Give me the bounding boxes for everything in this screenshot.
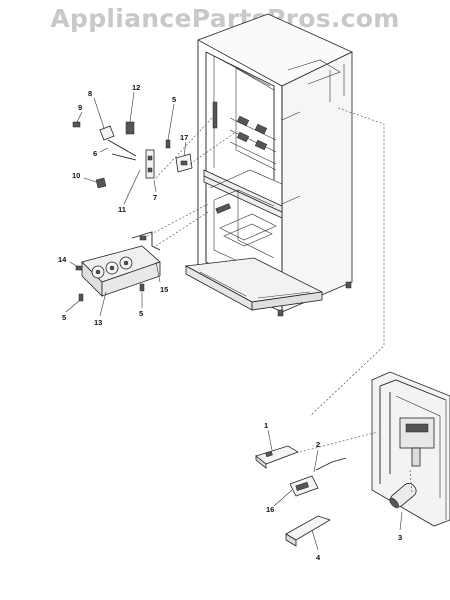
callout-15: 15 [160, 285, 168, 294]
door-corner-view [371, 371, 450, 527]
callout-17: 17 [180, 133, 188, 142]
callout-10: 10 [72, 171, 80, 180]
hinge-assembly [72, 91, 237, 205]
callout-7: 7 [153, 193, 157, 202]
callout-8: 8 [88, 89, 92, 98]
callout-14: 14 [58, 255, 67, 264]
callout-labels: 1 2 3 4 5 5 5 6 7 8 9 10 11 12 13 14 15 … [58, 83, 402, 562]
watermark-logo: AppliancePartsPros.com [50, 4, 400, 33]
callout-6: 6 [93, 149, 97, 158]
control-housing-assembly [65, 203, 209, 317]
callout-9: 9 [78, 103, 82, 112]
callout-3: 3 [398, 533, 402, 542]
callout-12: 12 [132, 83, 140, 92]
callout-13: 13 [94, 318, 102, 327]
refrigerator-cabinet [184, 13, 353, 317]
callout-2: 2 [316, 440, 320, 449]
callout-16: 16 [266, 505, 274, 514]
reference-line [309, 107, 385, 417]
callout-5b: 5 [62, 313, 66, 322]
callout-5a: 5 [172, 95, 176, 104]
callout-4: 4 [316, 553, 321, 562]
door-bracket-parts [255, 429, 417, 551]
callout-11: 11 [118, 205, 126, 214]
callout-1: 1 [264, 421, 268, 430]
callout-5c: 5 [139, 309, 143, 318]
